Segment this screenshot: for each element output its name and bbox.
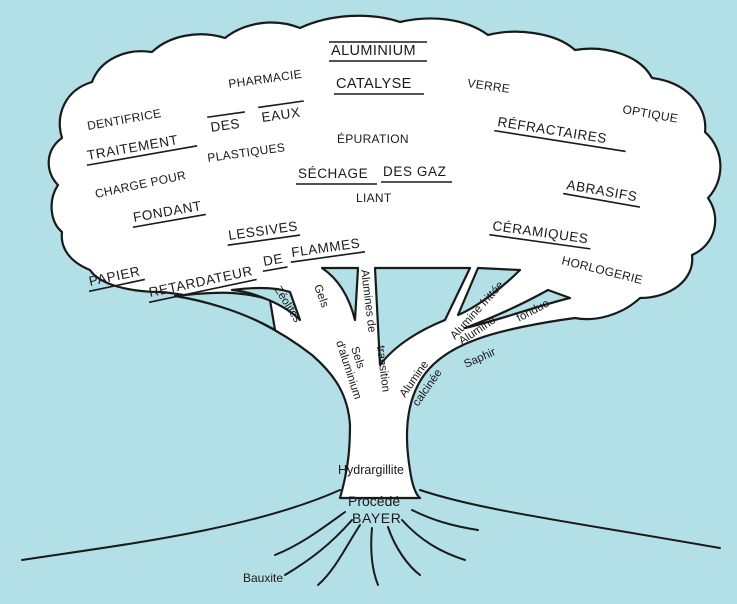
term-liant: LIANT: [356, 191, 392, 205]
term-des-gaz: DES GAZ: [383, 164, 446, 179]
root-4: [371, 528, 378, 585]
term-sechage: SÉCHAGE: [298, 166, 368, 181]
ground-line-left: [22, 490, 340, 560]
root-5: [388, 527, 420, 575]
term-epuration: ÉPURATION: [337, 131, 409, 146]
root-7: [412, 510, 478, 530]
label-procede: Procédé: [348, 493, 400, 509]
ground-line-right: [420, 490, 720, 548]
term-catalyse: CATALYSE: [336, 76, 412, 92]
label-bayer: BAYER: [352, 510, 401, 526]
label-bauxite: Bauxite: [243, 571, 283, 585]
label-saphir: Saphir: [462, 346, 497, 371]
root-1: [275, 512, 345, 555]
root-2: [285, 520, 352, 575]
gap-left: [175, 293, 275, 330]
term-aluminium: ALUMINIUM: [331, 43, 416, 59]
label-hydrargillite: Hydrargillite: [338, 463, 404, 477]
